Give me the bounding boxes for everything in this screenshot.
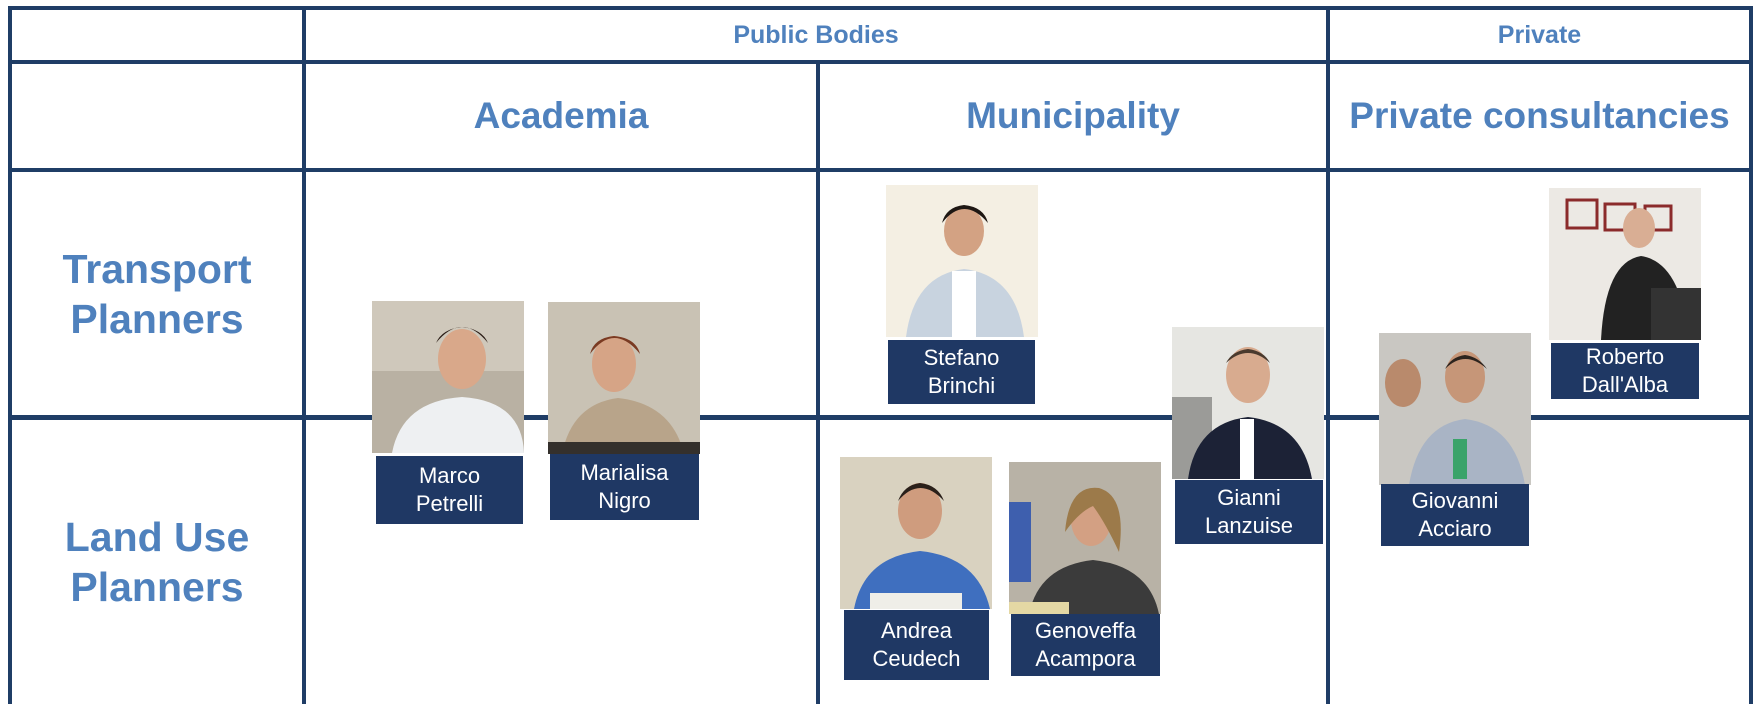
person-last-name: Acciaro	[1418, 516, 1492, 541]
nameplate-stefano-brinchi: Stefano Brinchi	[888, 340, 1035, 404]
nameplate-genoveffa-acampora: Genoveffa Acampora	[1011, 614, 1160, 676]
header-academia: Academia	[473, 94, 649, 136]
grid-line-col-2	[816, 62, 820, 704]
header-public-bodies: Public Bodies	[733, 21, 899, 49]
person-first-name: Marco	[418, 463, 481, 488]
person-photo-marco-petrelli	[372, 301, 524, 453]
row-label-land-use-planners: Land Use Planners	[12, 420, 302, 704]
person-photo-roberto-dallalba	[1549, 188, 1701, 340]
person-first-name: Roberto	[1585, 344, 1665, 369]
nameplate-andrea-ceudech: Andrea Ceudech	[844, 610, 989, 680]
person-first-name: Giovanni	[1411, 488, 1499, 513]
row-label-line: Land Use	[64, 514, 250, 560]
header-private-consultancies: Private consultancies	[1349, 94, 1730, 136]
person-first-name: Genoveffa	[1034, 618, 1137, 643]
nameplate-roberto-dallalba: Roberto Dall'Alba	[1551, 343, 1699, 399]
grid-top-border	[8, 6, 1753, 10]
grid-right-border	[1749, 6, 1753, 704]
row-label-transport-planners: Transport Planners	[12, 172, 302, 415]
nameplate-marialisa-nigro: Marialisa Nigro	[550, 454, 699, 520]
row-label-line: Planners	[70, 564, 244, 610]
person-last-name: Lanzuise	[1204, 513, 1294, 538]
nameplate-marco-petrelli: Marco Petrelli	[376, 456, 523, 524]
grid-line-row-divider	[8, 415, 1753, 420]
person-photo-andrea-ceudech	[840, 457, 992, 609]
row-label-line: Transport	[62, 245, 252, 292]
person-photo-genoveffa-acampora	[1009, 462, 1161, 614]
grid-line-header-1	[8, 60, 1753, 64]
person-photo-giovanni-acciaro	[1379, 333, 1531, 485]
person-first-name: Stefano	[923, 345, 1000, 370]
header-private: Private	[1497, 21, 1582, 49]
grid-line-header-2	[8, 168, 1753, 172]
row-label-line: Planners	[70, 295, 244, 342]
person-photo-stefano-brinchi	[886, 185, 1038, 337]
grid-left-border	[8, 6, 12, 704]
person-last-name: Petrelli	[415, 491, 484, 516]
header-municipality: Municipality	[966, 94, 1180, 136]
person-last-name: Acampora	[1035, 646, 1136, 671]
person-first-name: Marialisa	[580, 460, 669, 485]
person-first-name: Andrea	[881, 618, 952, 643]
grid-line-col-1	[302, 6, 306, 704]
person-last-name: Ceudech	[872, 646, 961, 671]
nameplate-giovanni-acciaro: Giovanni Acciaro	[1381, 484, 1529, 546]
person-last-name: Brinchi	[927, 373, 996, 398]
nameplate-gianni-lanzuise: Gianni Lanzuise	[1175, 480, 1323, 544]
grid-line-col-3	[1326, 6, 1330, 704]
person-first-name: Gianni	[1217, 485, 1281, 510]
person-last-name: Nigro	[598, 488, 651, 513]
person-last-name: Dall'Alba	[1581, 372, 1669, 397]
person-photo-marialisa-nigro	[548, 302, 700, 454]
person-photo-gianni-lanzuise	[1172, 327, 1324, 479]
